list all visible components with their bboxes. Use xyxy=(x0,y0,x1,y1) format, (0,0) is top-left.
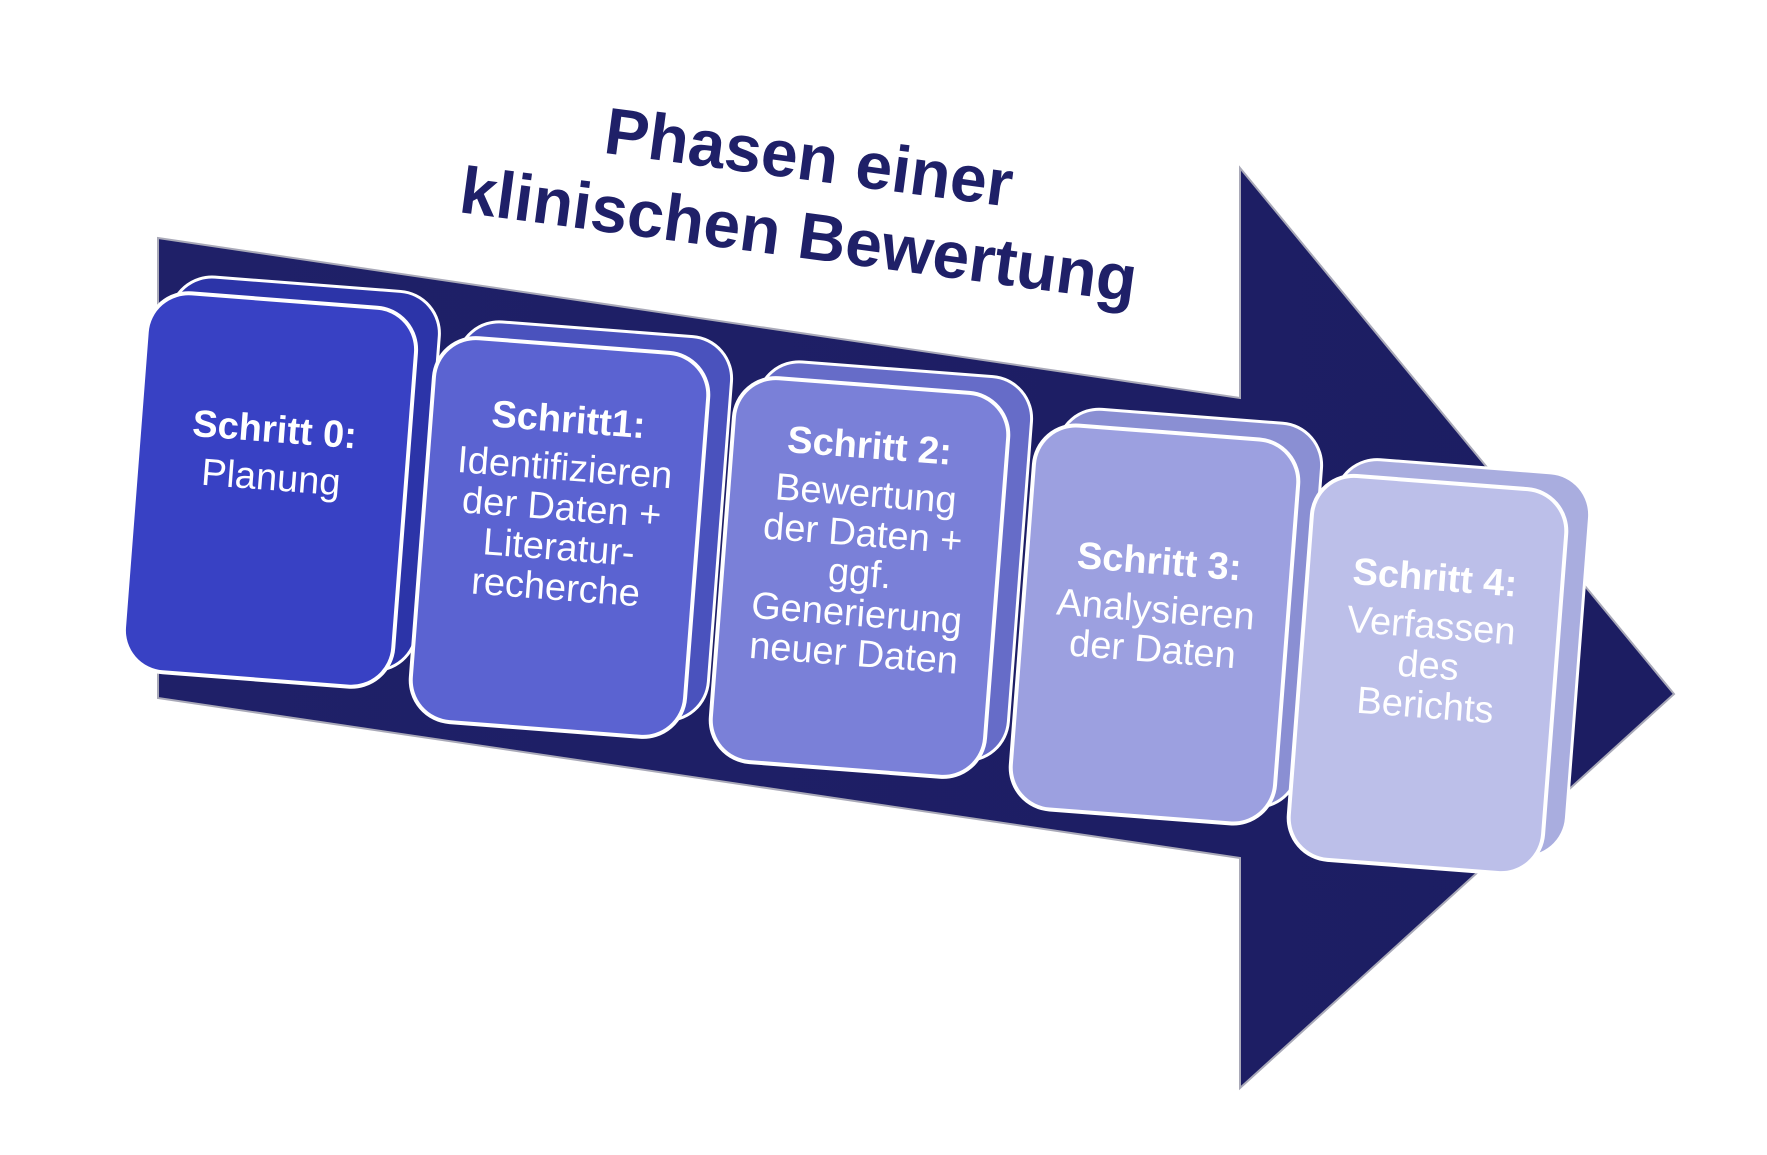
step-description-line: ggf. xyxy=(827,551,893,598)
step-description-line: des xyxy=(1396,643,1460,690)
step-box-face xyxy=(1286,473,1569,876)
step-box-face xyxy=(1008,423,1301,826)
step-box-face xyxy=(708,376,1011,779)
diagram-title: Phasen einer klinischen Bewertung xyxy=(456,93,1142,316)
step-box-0: Schritt 0:Planung xyxy=(121,275,441,689)
step-box-face xyxy=(121,291,419,689)
step-box-face xyxy=(408,336,711,739)
step-boxes: Schritt 0:PlanungSchritt1:Identifizieren… xyxy=(121,275,1592,876)
